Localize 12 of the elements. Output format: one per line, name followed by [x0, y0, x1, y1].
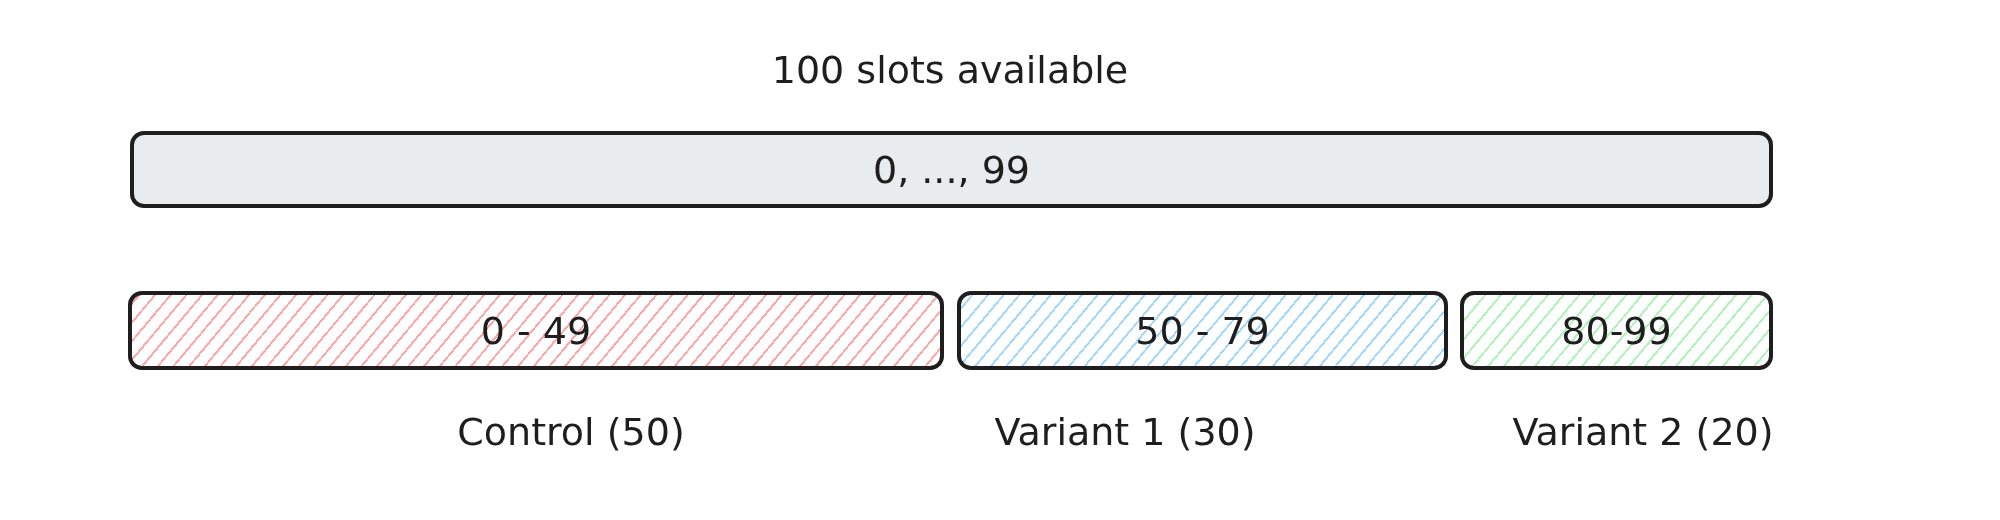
- range-text: 50 - 79: [1135, 308, 1270, 353]
- group-label: Variant 2 (20): [1512, 410, 1774, 454]
- range-text: 0 - 49: [480, 308, 592, 353]
- range-bar: [1460, 291, 1773, 370]
- range-bar: [130, 131, 1773, 208]
- group-label: Variant 1 (30): [994, 410, 1256, 454]
- diagram-title: 100 slots available: [771, 48, 1129, 92]
- range-text: 0, ..., 99: [872, 147, 1031, 192]
- range-bar: [957, 291, 1448, 370]
- group-label: Control (50): [457, 410, 685, 454]
- range-text: 80-99: [1561, 308, 1672, 353]
- range-bar: [128, 291, 944, 370]
